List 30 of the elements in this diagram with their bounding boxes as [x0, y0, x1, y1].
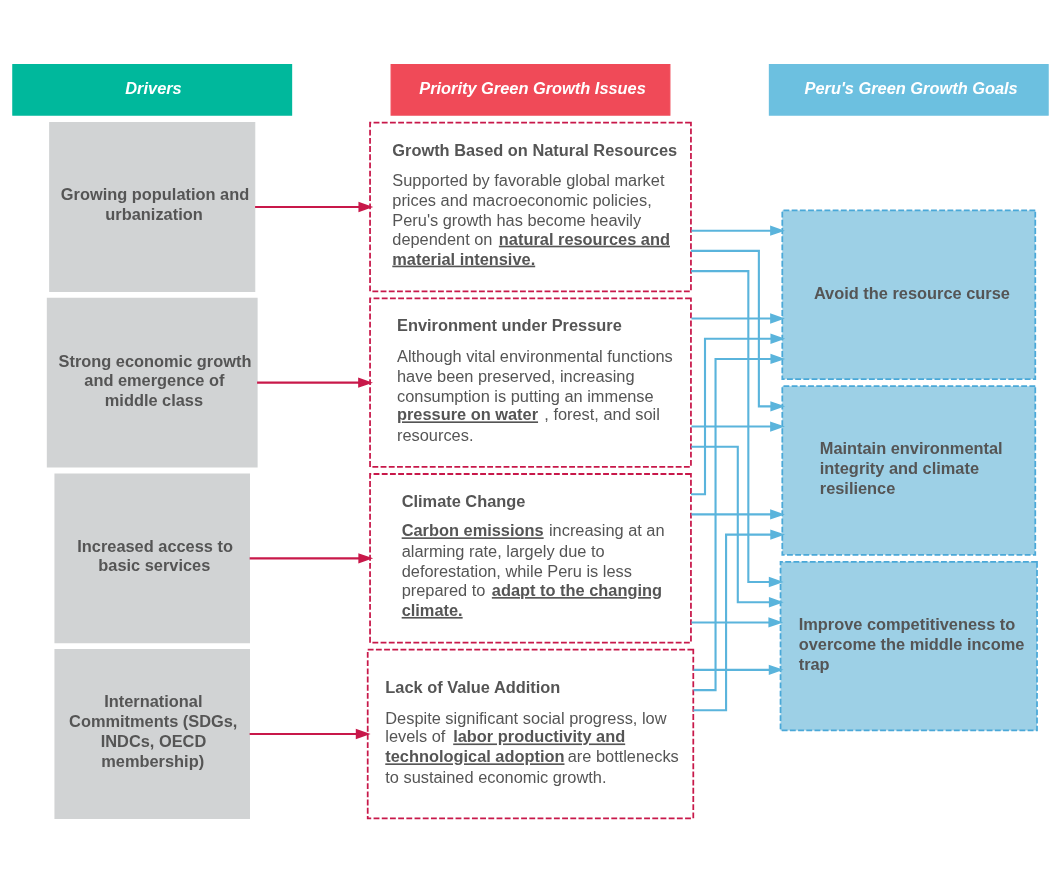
arrow — [249, 728, 371, 740]
node-box: Growing population and urbanization — [49, 122, 256, 292]
node-box: Climate Change Carbon emissions increasing at an alarming rate, largely due to deforestation, while Peru is less prepared to adapt to the changing climate. — [369, 473, 692, 644]
arrow — [691, 313, 785, 324]
node-box: Priority Green Growth Issues — [390, 64, 671, 116]
arrow — [249, 553, 374, 564]
arrow — [693, 529, 786, 712]
node-box: Growth Based on Natural Resources Supported by favorable global market prices and macroeconomic policies, Peru's growth has become heavily dependent on natural resources and material intensive. — [369, 121, 692, 293]
arrow — [693, 664, 784, 676]
arrow — [690, 249, 786, 412]
node-box: Environment under Pressure Although vital environmental functions have been preserved, increasing consumption is putting an immense pressure on water, forest, and soil resources. — [369, 297, 692, 468]
arrow — [691, 225, 785, 236]
node-box: Lack of Value Addition Despite significant social progress, low levels of labor productivity and technological adoption are bottlenecks to sustained economic growth. — [366, 648, 695, 820]
node-box: Maintain environmental integrity and climate resilience — [781, 385, 1037, 556]
node-box: Peru's Green Growth Goals — [768, 64, 1049, 116]
node-box: Drivers — [12, 64, 293, 116]
node-box: Avoid the resource curse — [781, 209, 1037, 380]
node-box: International Commitments (SDGs, INDCs, OECD membership) — [54, 649, 250, 819]
arrow — [693, 353, 786, 692]
arrow — [691, 617, 784, 628]
arrow — [691, 270, 784, 588]
arrow — [691, 333, 786, 496]
node-box: Improve competitiveness to overcome the middle income trap — [779, 560, 1038, 732]
arrow — [691, 445, 784, 608]
node-box: Strong economic growth and emergence of middle class — [46, 297, 258, 468]
node-box: Increased access to basic services — [54, 473, 250, 644]
arrow — [255, 201, 374, 213]
arrow — [691, 509, 785, 520]
arrow — [691, 421, 785, 432]
arrow — [257, 377, 373, 388]
